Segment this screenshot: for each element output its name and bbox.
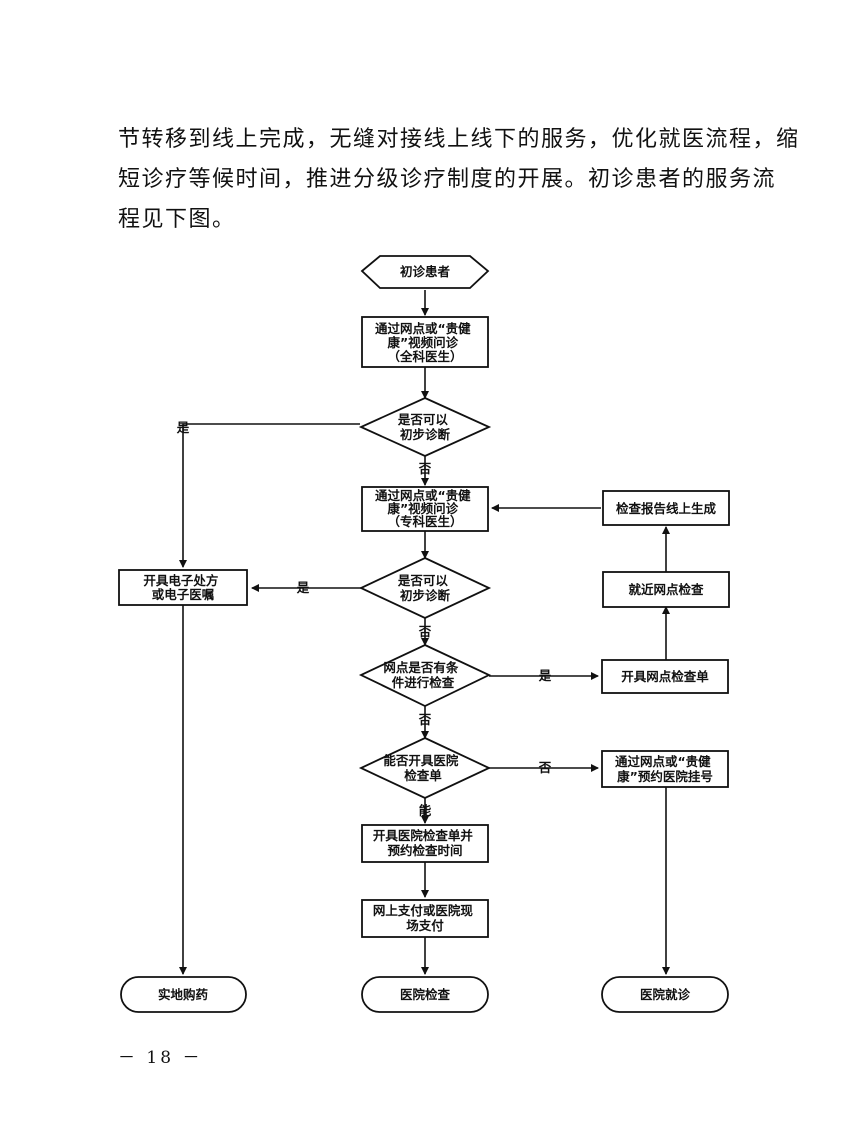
- decision3-diamond: [358, 644, 492, 708]
- buy-medicine-text: 实地购药: [158, 987, 209, 1002]
- hospital-order-text: 开具医院检查单并 预约检查时间: [373, 828, 477, 858]
- video-general-line-2: 康”视频问诊: [387, 335, 458, 350]
- label-yes-1: 是: [176, 420, 190, 435]
- hospital-exam-text: 医院检查: [400, 987, 451, 1002]
- buy-medicine-line: 实地购药: [158, 987, 209, 1002]
- decision2-diamond: [358, 557, 492, 619]
- prescription-line-2: 或电子医嘱: [152, 587, 215, 602]
- video-general-line-3: （全科医生）: [387, 349, 462, 364]
- video-general-line-1: 通过网点或“贵健: [375, 321, 471, 336]
- network-order-box: [601, 659, 729, 694]
- report-online-text: 检查报告线上生成: [616, 501, 717, 516]
- decision1-line-1: 是否可以: [397, 412, 449, 427]
- hospital-order-line-1: 开具医院检查单并: [373, 828, 474, 843]
- label-can-4: 能: [419, 803, 432, 818]
- intro-paragraph: 节转移到线上完成，无缝对接线上线下的服务，优化就医流程，缩 短诊疗等候时间，推进…: [118, 120, 800, 240]
- report-online-line: 检查报告线上生成: [616, 501, 717, 516]
- decision3-text: 网点是否有条 件进行检查: [383, 660, 462, 690]
- arrow-decision1-yes-to-prescription: [179, 423, 360, 568]
- hospital-order-box: [361, 824, 489, 863]
- page-number: － 18 －: [118, 1048, 203, 1068]
- hospital-visit-text: 医院就诊: [640, 987, 691, 1002]
- decision1-line-2: 初步诊断: [400, 427, 451, 442]
- register-box: [601, 750, 729, 788]
- hospital-exam-terminal: [361, 976, 489, 1013]
- nearby-exam-box: [602, 571, 730, 608]
- video-specialist-line-1: 通过网点或“贵健: [375, 488, 471, 503]
- decision2-text: 是否可以 初步诊断: [397, 573, 452, 603]
- video-specialist-line-3: （专科医生）: [387, 514, 462, 529]
- video-specialist-line-2: 康”视频问诊: [387, 501, 458, 516]
- payment-text: 网上支付或医院现 场支付: [373, 903, 477, 933]
- payment-box: [361, 899, 489, 938]
- prescription-text: 开具电子处方 或电子医嘱: [143, 573, 222, 602]
- label-yes-2: 是: [296, 580, 310, 595]
- video-specialist-text: 通过网点或“贵健 康”视频问诊 （专科医生）: [375, 488, 475, 529]
- video-general-text: 通过网点或“贵健 康”视频问诊 （全科医生）: [375, 321, 475, 364]
- payment-line-2: 场支付: [406, 918, 444, 933]
- paragraph-line-1: 节转移到线上完成，无缝对接线上线下的服务，优化就医流程，缩: [118, 127, 800, 152]
- start-node: [360, 255, 490, 289]
- decision3-line-2: 件进行检查: [392, 675, 455, 690]
- decision3-line-1: 网点是否有条: [383, 660, 459, 675]
- label-no-1: 否: [418, 461, 432, 476]
- hospital-visit-line: 医院就诊: [640, 987, 691, 1002]
- decision2-line-1: 是否可以: [397, 573, 449, 588]
- decision2-line-2: 初步诊断: [400, 588, 451, 603]
- register-line-2: 康”预约医院挂号: [617, 769, 713, 784]
- decision4-diamond: [358, 737, 492, 799]
- decision4-text: 能否开具医院 检查单: [383, 753, 462, 783]
- prescription-line-1: 开具电子处方: [143, 573, 218, 588]
- label-no-4: 否: [538, 760, 552, 775]
- decision1-diamond: [358, 397, 492, 457]
- buy-medicine-terminal: [120, 976, 247, 1013]
- video-specialist-box: [361, 486, 489, 532]
- payment-line-1: 网上支付或医院现: [373, 903, 474, 918]
- prescription-box: [118, 569, 248, 606]
- report-online-box: [602, 490, 730, 526]
- decision4-line-1: 能否开具医院: [383, 753, 459, 768]
- start-text-line: 初诊患者: [400, 264, 451, 279]
- label-no-3: 否: [418, 712, 432, 727]
- nearby-exam-text: 就近网点检查: [628, 582, 704, 597]
- decision4-line-2: 检查单: [404, 768, 442, 783]
- decision1-text: 是否可以 初步诊断: [397, 412, 452, 442]
- nearby-exam-line: 就近网点检查: [628, 582, 704, 597]
- register-text: 通过网点或“贵健 康”预约医院挂号: [615, 754, 715, 784]
- paragraph-line-2: 短诊疗等候时间，推进分级诊疗制度的开展。初诊患者的服务流: [118, 167, 777, 192]
- hospital-order-line-2: 预约检查时间: [387, 843, 462, 858]
- paragraph-line-3: 程见下图。: [118, 207, 236, 232]
- video-general-box: [361, 316, 489, 368]
- label-yes-3: 是: [538, 668, 552, 683]
- register-line-1: 通过网点或“贵健: [615, 754, 711, 769]
- start-text: 初诊患者: [400, 264, 451, 279]
- network-order-line: 开具网点检查单: [621, 669, 709, 684]
- label-no-2: 否: [418, 624, 432, 639]
- hospital-visit-terminal: [601, 976, 729, 1013]
- hospital-exam-line: 医院检查: [400, 987, 451, 1002]
- connectors: [179, 290, 670, 975]
- network-order-text: 开具网点检查单: [621, 669, 709, 684]
